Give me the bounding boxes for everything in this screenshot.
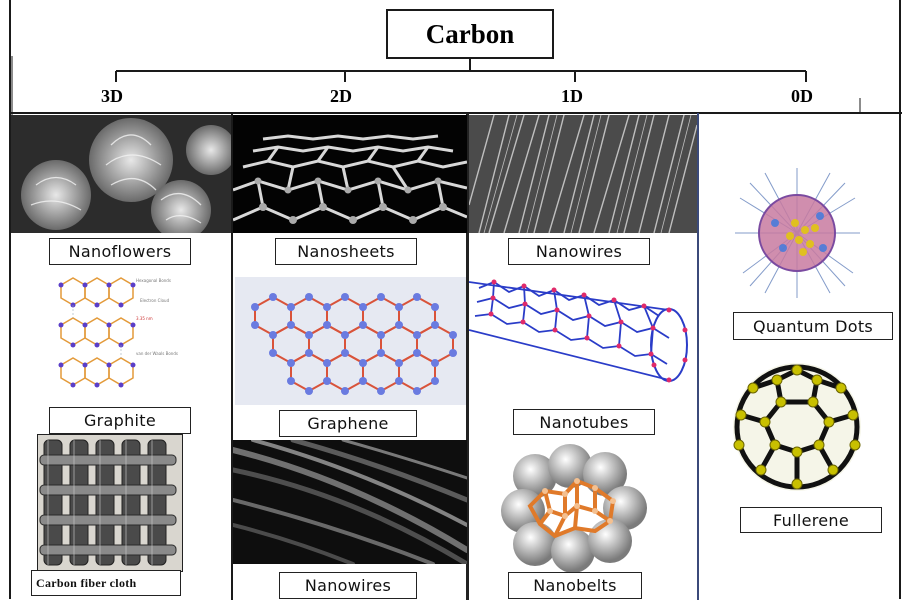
annotation-layer-spacing: 3.35 nm (136, 316, 153, 321)
nanosheets-image (233, 115, 467, 233)
nanowires-2d-image (233, 440, 467, 564)
dimension-label-3d: 3D (101, 86, 123, 106)
nanowires-1d-image (469, 115, 697, 233)
column-divider (697, 113, 699, 600)
label-nanobelts: Nanobelts (508, 572, 642, 599)
column-divider (466, 113, 469, 600)
label-nanosheets: Nanosheets (275, 238, 417, 265)
label-nanotubes: Nanotubes (513, 409, 655, 435)
label-graphite: Graphite (49, 407, 191, 434)
quantum-dots-image (735, 168, 860, 298)
label-nanowires-2d: Nanowires (279, 572, 417, 599)
graphite-structure-image: Hexagonal Bonds Electron Cloud 3.35 nm v… (36, 270, 196, 405)
label-nanoflowers: Nanoflowers (49, 238, 191, 265)
dimension-label-2d: 2D (330, 86, 352, 106)
annotation-electron-cloud: Electron Cloud (140, 298, 170, 303)
dimension-label-0d: 0D (791, 86, 813, 106)
annotation-hexagonal-bonds: Hexagonal Bonds (136, 278, 171, 283)
nanobelts-image (495, 436, 650, 574)
fullerene-image (725, 360, 870, 495)
carbon-fiber-cloth-image (37, 434, 183, 572)
graphene-structure-image (235, 277, 466, 405)
annotation-van-der-waals: van der Waals Bonds (136, 351, 178, 356)
column-divider (231, 113, 233, 600)
label-graphene: Graphene (279, 410, 417, 437)
label-quantum-dots: Quantum Dots (733, 312, 893, 340)
dimension-label-1d: 1D (561, 86, 583, 106)
label-fullerene: Fullerene (740, 507, 882, 533)
label-carbon-fiber-cloth: Carbon fiber cloth (31, 570, 181, 596)
nanoflowers-image (11, 115, 231, 233)
nanotubes-image (469, 270, 697, 405)
label-nanowires-1d: Nanowires (508, 238, 650, 265)
diagram-frame (9, 0, 901, 599)
hierarchy-connectors (11, 56, 861, 115)
root-node-carbon: Carbon (386, 9, 554, 59)
header-divider (9, 112, 902, 114)
